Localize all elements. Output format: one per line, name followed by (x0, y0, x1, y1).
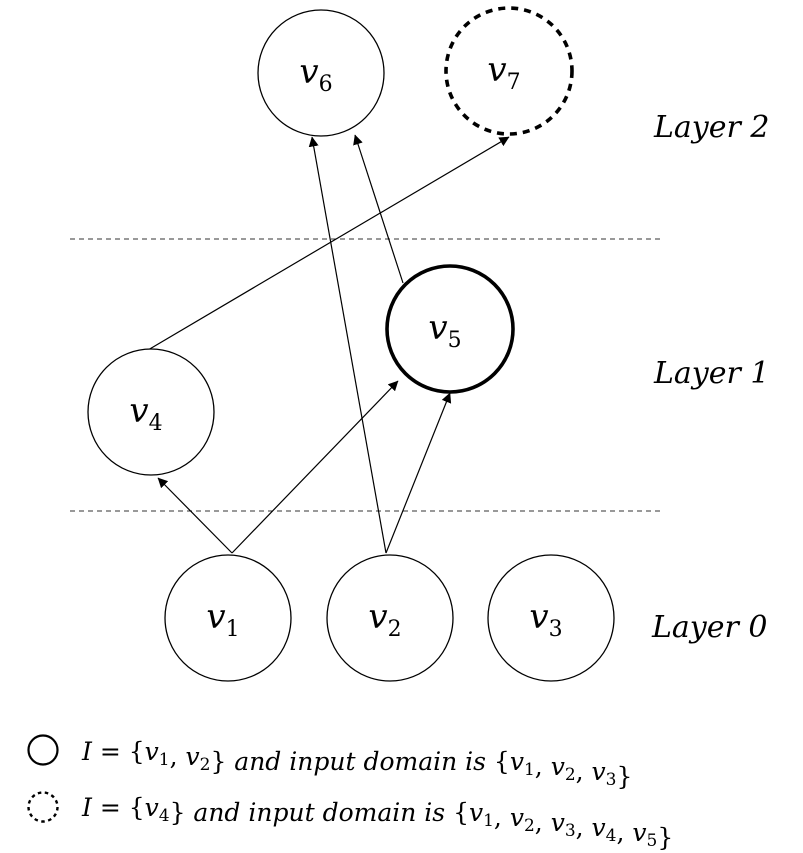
layer-label-2: Layer 2 (653, 110, 769, 145)
edge-v2-v6 (308, 136, 387, 554)
edges (147, 134, 510, 554)
edge-v2-v5 (385, 392, 452, 554)
node-v7-circle (444, 6, 574, 136)
node-v5-circle (385, 264, 515, 394)
legend-dashed-circle-icon (27, 791, 59, 823)
node-v6-label: v6 (299, 52, 332, 97)
edge-v5-v6 (353, 134, 404, 284)
node-v1-circle (164, 554, 292, 682)
node-v2-label: v2 (368, 597, 401, 642)
node-v5-label: v5 (428, 308, 461, 353)
edge-v1-v5 (231, 380, 399, 554)
layer-label-1: Layer 1 (653, 356, 769, 391)
layer-label-0: Layer 0 (651, 610, 767, 645)
node-v1-label: v1 (206, 597, 239, 642)
node-v3-circle (487, 554, 615, 682)
node-v3-label: v3 (529, 597, 562, 642)
legend-solid-circle-icon (27, 734, 59, 766)
legend-dashed-text: I = {v4} and input domain is {v1, v2, v3… (81, 793, 673, 852)
node-v4-label: v4 (129, 391, 162, 436)
node-v6-circle (257, 9, 385, 137)
legend-solid-text: I = {v1, v2} and input domain is {v1, v2… (81, 737, 632, 791)
node-v7-label: v7 (487, 50, 520, 95)
edge-v1-v4 (157, 477, 233, 554)
edge-v4-v7 (147, 136, 510, 351)
node-v4-circle (87, 348, 215, 476)
node-v2-circle (326, 554, 454, 682)
legend: I = {v1, v2} and input domain is {v1, v2… (27, 734, 673, 852)
nodes: v1 v2 v3 v4 v5 v6 v7 (87, 6, 615, 682)
